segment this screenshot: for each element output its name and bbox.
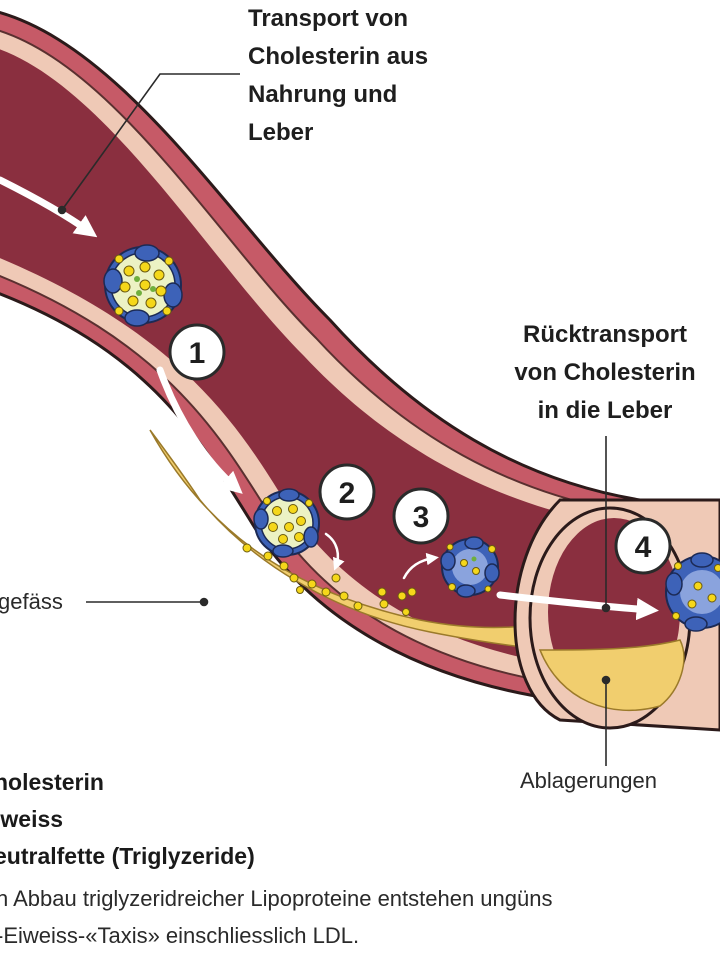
arrow-icon bbox=[324, 532, 345, 571]
label-transport: Transport von Cholesterin aus Nahrung un… bbox=[248, 0, 428, 152]
step-marker-4: 4 bbox=[614, 517, 672, 575]
label-line: Nahrung und bbox=[248, 81, 398, 108]
leader-line-transport bbox=[61, 73, 240, 211]
arrow-icon bbox=[156, 366, 243, 494]
caption-line: n Abbau triglyzeridreicher Lipoproteine … bbox=[0, 886, 553, 911]
arrow-icon bbox=[0, 176, 98, 238]
step-number: 2 bbox=[339, 477, 356, 510]
lipoprotein-particle-icon bbox=[253, 488, 320, 558]
legend-item-neutralfette: eutralfette (Triglyzeride) bbox=[0, 843, 255, 869]
arrow-icon bbox=[402, 552, 439, 580]
step-marker-1: 1 bbox=[168, 323, 226, 381]
step-marker-3: 3 bbox=[392, 487, 450, 545]
lipoprotein-particle-icon bbox=[665, 552, 720, 632]
flow-arrows bbox=[0, 176, 659, 621]
cholesterol-dots bbox=[242, 543, 417, 616]
label-line: Transport von bbox=[248, 5, 409, 32]
caption: n Abbau triglyzeridreicher Lipoproteine … bbox=[0, 880, 553, 954]
legend-item-cholesterin: holesterin bbox=[0, 769, 104, 795]
label-ablagerungen: Ablagerungen bbox=[520, 768, 658, 793]
step-marker-2: 2 bbox=[318, 463, 376, 521]
step-number: 4 bbox=[635, 531, 652, 564]
lipoprotein-particle-icon bbox=[440, 536, 500, 598]
step-number: 3 bbox=[413, 501, 430, 534]
label-line: in die Leber bbox=[537, 397, 673, 424]
label-line: Leber bbox=[248, 119, 314, 146]
label-ruecktransport: Rücktransport von Cholesterin in die Leb… bbox=[500, 316, 710, 430]
label-line: von Cholesterin bbox=[514, 359, 696, 386]
label-line: Cholesterin aus bbox=[248, 43, 429, 70]
legend: holesterin iweiss eutralfette (Triglyzer… bbox=[0, 764, 255, 875]
label-line: Rücktransport bbox=[522, 321, 688, 348]
caption-line: -Eiweiss-«Taxis» einschliesslich LDL. bbox=[0, 923, 360, 948]
blood-vessel bbox=[0, 11, 720, 732]
step-number: 1 bbox=[189, 337, 206, 370]
arrow-icon bbox=[496, 591, 659, 621]
vessel-lumen bbox=[0, 49, 720, 680]
lipoprotein-particle-icon bbox=[103, 244, 183, 327]
leader-lines bbox=[57, 73, 611, 766]
label-gefaess: gefäss bbox=[0, 589, 63, 614]
legend-item-eiweiss: iweiss bbox=[0, 806, 64, 832]
